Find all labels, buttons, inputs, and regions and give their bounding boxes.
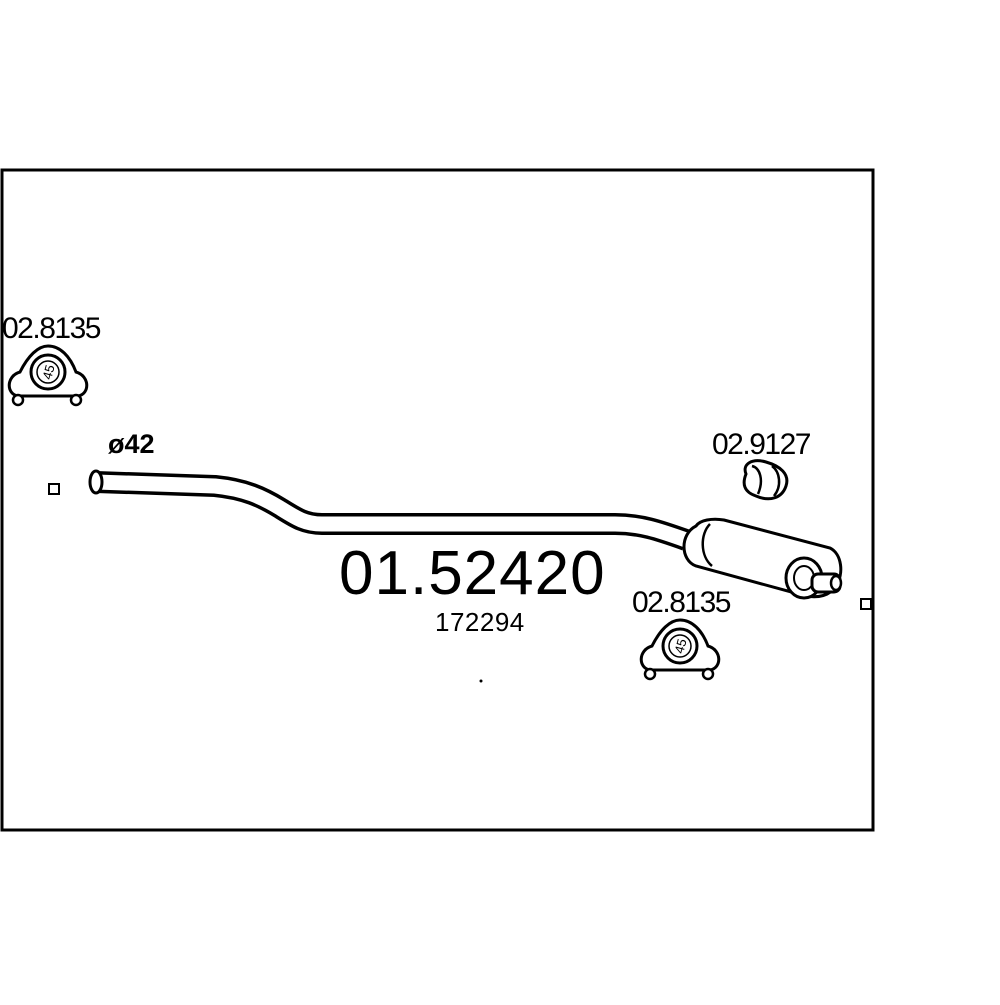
reference-number: 172294 — [435, 607, 525, 637]
rear-silencer — [682, 517, 843, 600]
exhaust-pipe — [88, 469, 690, 551]
diagram-frame — [0, 168, 875, 832]
rubber-hanger-icon: 45 — [639, 618, 721, 681]
pipe-diameter-label: ø42 — [108, 429, 155, 459]
part-number: 01.52420 — [339, 539, 606, 608]
clamp-icon — [742, 459, 789, 501]
hanger-ring-label: 45 — [39, 363, 57, 381]
end-marker-left — [48, 483, 60, 495]
clamp-code-label: 02.9127 — [712, 428, 811, 461]
hanger-code-label: 02.8135 — [2, 312, 101, 345]
center-dot — [479, 679, 483, 683]
hanger-ring-label: 45 — [671, 637, 689, 655]
end-marker-right — [860, 598, 872, 610]
hanger-code-label: 02.8135 — [632, 586, 731, 619]
rubber-hanger-icon: 45 — [7, 344, 89, 407]
